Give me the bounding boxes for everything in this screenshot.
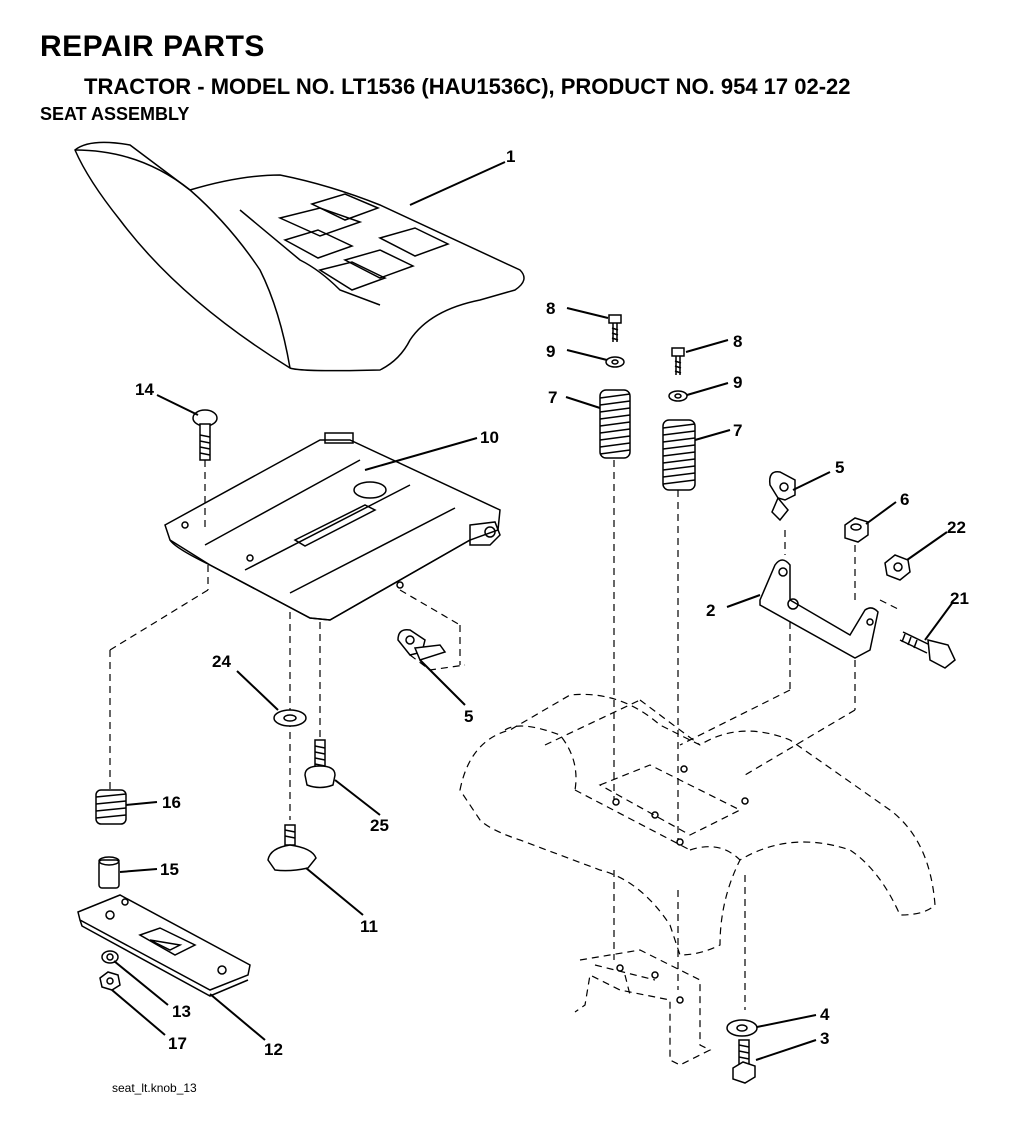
callout-3: 3 xyxy=(820,1029,829,1048)
callout-10: 10 xyxy=(480,428,499,447)
washer-4 xyxy=(726,1019,758,1037)
spacer xyxy=(98,856,120,889)
carriage-bolt xyxy=(192,409,218,461)
callout-9-left: 9 xyxy=(546,342,555,361)
shoulder-bolt-25 xyxy=(304,739,336,789)
washer-24 xyxy=(273,709,307,727)
callout-8-left: 8 xyxy=(546,299,555,318)
callout-5-lower: 5 xyxy=(464,707,473,726)
spring-right xyxy=(662,419,696,491)
seat-pan xyxy=(164,432,501,621)
pivot-bracket xyxy=(759,559,879,659)
callout-7-left: 7 xyxy=(548,388,557,407)
spring-bolt-left xyxy=(605,314,625,368)
seat xyxy=(74,141,525,372)
callout-13: 13 xyxy=(172,1002,191,1021)
hex-bolt xyxy=(732,1039,756,1084)
callout-12: 12 xyxy=(264,1040,283,1059)
model-subtitle: TRACTOR - MODEL NO. LT1536 (HAU1536C), P… xyxy=(84,74,851,99)
callout-16: 16 xyxy=(162,793,181,812)
callout-4: 4 xyxy=(820,1005,830,1024)
callout-6: 6 xyxy=(900,490,909,509)
nut-17 xyxy=(99,971,121,991)
section-title: SEAT ASSEMBLY xyxy=(40,104,190,124)
shoulder-bolt xyxy=(899,631,956,669)
callout-17: 17 xyxy=(168,1034,187,1053)
seat-clip-lower xyxy=(397,628,466,671)
seat-clip-upper xyxy=(768,471,796,522)
callout-5-upper: 5 xyxy=(835,458,844,477)
seat-knob xyxy=(267,824,317,872)
page-title: REPAIR PARTS xyxy=(40,30,265,63)
hex-nut xyxy=(844,517,869,543)
assembly-lines xyxy=(109,460,901,1010)
nut-13 xyxy=(101,950,119,964)
callout-25: 25 xyxy=(370,816,389,835)
callout-9-right: 9 xyxy=(733,373,742,392)
callout-24: 24 xyxy=(212,652,231,671)
callout-22: 22 xyxy=(947,518,966,537)
callout-2: 2 xyxy=(706,601,715,620)
washer-22 xyxy=(884,554,911,581)
seat-bracket-plate xyxy=(77,894,251,997)
callout-15: 15 xyxy=(160,860,179,879)
fender-outline xyxy=(459,693,936,1066)
callout-8-right: 8 xyxy=(733,332,742,351)
figure-caption: seat_lt.knob_13 xyxy=(112,1081,197,1095)
spring-bolt-right xyxy=(668,347,688,402)
seat-spring xyxy=(95,789,127,825)
callout-14: 14 xyxy=(135,380,154,399)
callout-11: 11 xyxy=(360,917,378,936)
spring-left xyxy=(599,389,631,459)
callout-21: 21 xyxy=(950,589,969,608)
callout-7-right: 7 xyxy=(733,421,742,440)
leader-lines xyxy=(111,161,954,1061)
callout-labels: 1 8 8 9 9 7 7 14 10 5 5 6 22 2 21 24 25 … xyxy=(135,147,969,1059)
callout-1: 1 xyxy=(506,147,515,166)
